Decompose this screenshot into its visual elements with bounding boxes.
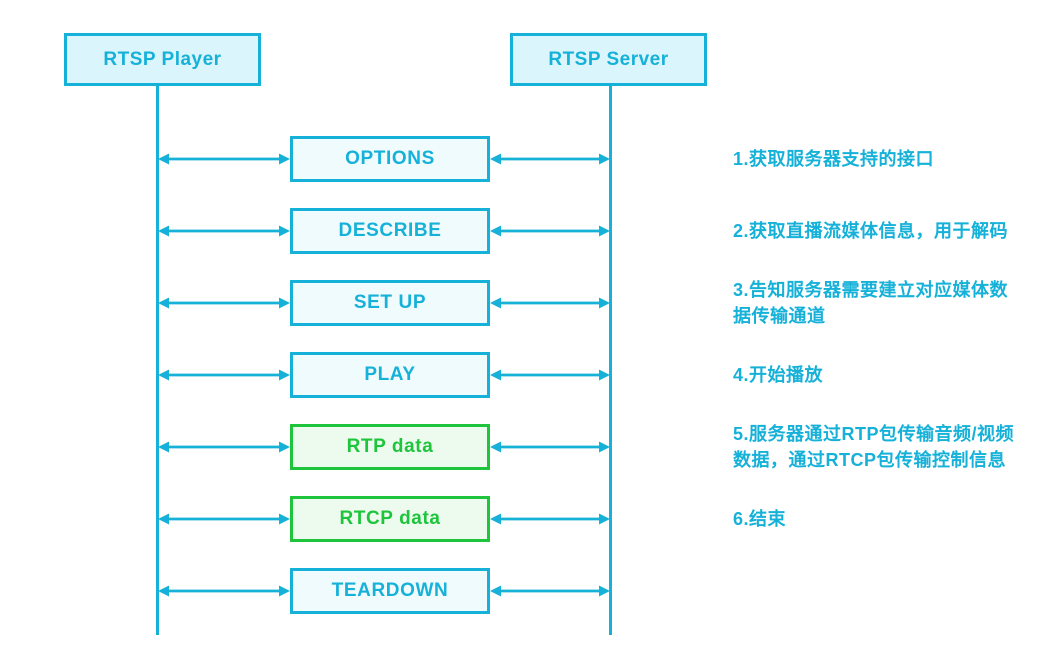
double-arrow-left-rtcp-data — [158, 513, 290, 525]
annotation-1: 1.获取服务器支持的接口 — [733, 149, 935, 169]
double-arrow-right-play — [490, 369, 610, 381]
annotation-3: 3.告知服务器需要建立对应媒体数 据传输通道 — [733, 280, 1009, 326]
message-box-rtp-data: RTP data — [290, 424, 490, 470]
message-box-rtcp-data: RTCP data — [290, 496, 490, 542]
double-arrow-left-play — [158, 369, 290, 381]
actor-box-rtsp-player: RTSP Player — [64, 33, 261, 86]
double-arrow-left-set-up — [158, 297, 290, 309]
double-arrow-right-rtp-data — [490, 441, 610, 453]
double-arrow-left-describe — [158, 225, 290, 237]
annotation-5: 5.服务器通过RTP包传输音频/视频 数据，通过RTCP包传输控制信息 — [733, 424, 1015, 470]
double-arrow-right-describe — [490, 225, 610, 237]
annotation-6: 6.结束 — [733, 509, 787, 529]
double-arrow-right-rtcp-data — [490, 513, 610, 525]
message-box-options: OPTIONS — [290, 136, 490, 182]
message-box-describe: DESCRIBE — [290, 208, 490, 254]
double-arrow-left-options — [158, 153, 290, 165]
double-arrow-right-set-up — [490, 297, 610, 309]
message-box-teardown: TEARDOWN — [290, 568, 490, 614]
message-box-play: PLAY — [290, 352, 490, 398]
lifeline-rtsp-player — [156, 86, 159, 635]
annotation-4: 4.开始播放 — [733, 365, 824, 385]
double-arrow-right-teardown — [490, 585, 610, 597]
double-arrow-left-rtp-data — [158, 441, 290, 453]
message-box-set-up: SET UP — [290, 280, 490, 326]
lifeline-rtsp-server — [609, 86, 612, 635]
double-arrow-left-teardown — [158, 585, 290, 597]
actor-box-rtsp-server: RTSP Server — [510, 33, 707, 86]
double-arrow-right-options — [490, 153, 610, 165]
annotation-2: 2.获取直播流媒体信息，用于解码 — [733, 221, 1009, 241]
